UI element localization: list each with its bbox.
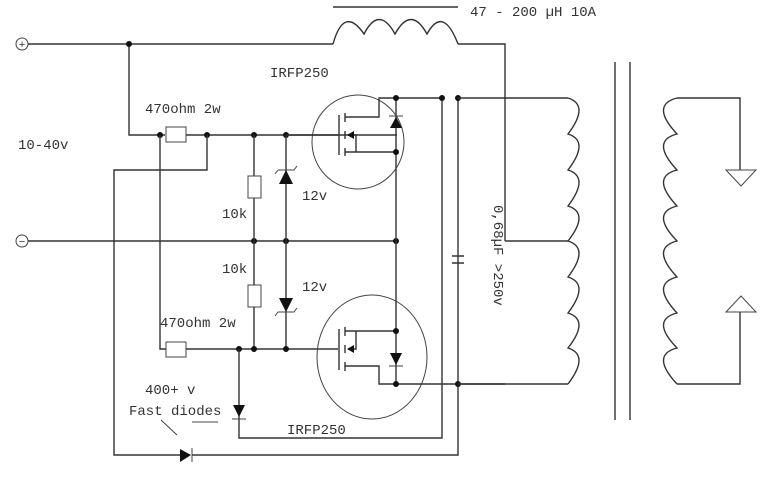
zener-bottom: [274, 298, 298, 317]
zener-top: [274, 165, 298, 184]
transformer-core: [614, 62, 631, 420]
output-terminal-top: [724, 169, 758, 187]
secondary-winding: [662, 97, 741, 385]
capacitor-label: 0,68µF >250v: [489, 205, 505, 306]
negative-terminal[interactable]: −: [15, 234, 29, 249]
resistor-bottom: [165, 341, 187, 358]
pulldown-top-label: 10k: [222, 207, 247, 223]
capacitor: [452, 255, 464, 264]
mosfet-top-label: IRFP250: [270, 66, 329, 82]
resistor-bottom-label: 470ohm 2w: [160, 316, 236, 332]
inductor: [332, 6, 506, 241]
mosfet-bottom-label: IRFP250: [287, 423, 346, 439]
resistor-top-label: 470ohm 2w: [145, 102, 221, 118]
supply-voltage-label: 10-40v: [18, 138, 68, 154]
mosfet-bottom: [316, 241, 505, 420]
inductor-label: 47 - 200 µH 10A: [470, 5, 597, 21]
pulldown-bottom-label: 10k: [222, 262, 247, 278]
mosfet-top: [286, 94, 441, 241]
zener-bottom-label: 12v: [302, 280, 327, 296]
diode-type-label: Fast diodes: [129, 404, 221, 420]
primary-winding: [566, 97, 580, 385]
positive-symbol: +: [19, 40, 26, 52]
output-terminal-bottom: [724, 295, 758, 313]
positive-terminal[interactable]: +: [15, 37, 29, 52]
diode-voltage-label: 400+ v: [145, 383, 195, 399]
resistor-top: [165, 126, 187, 143]
fast-diode-1: [232, 405, 246, 420]
zener-top-label: 12v: [302, 189, 327, 205]
resistor-10k-bottom: [247, 284, 262, 308]
negative-symbol: −: [19, 237, 26, 249]
resistor-10k-top: [247, 175, 262, 199]
fast-diode-2: [180, 448, 193, 462]
